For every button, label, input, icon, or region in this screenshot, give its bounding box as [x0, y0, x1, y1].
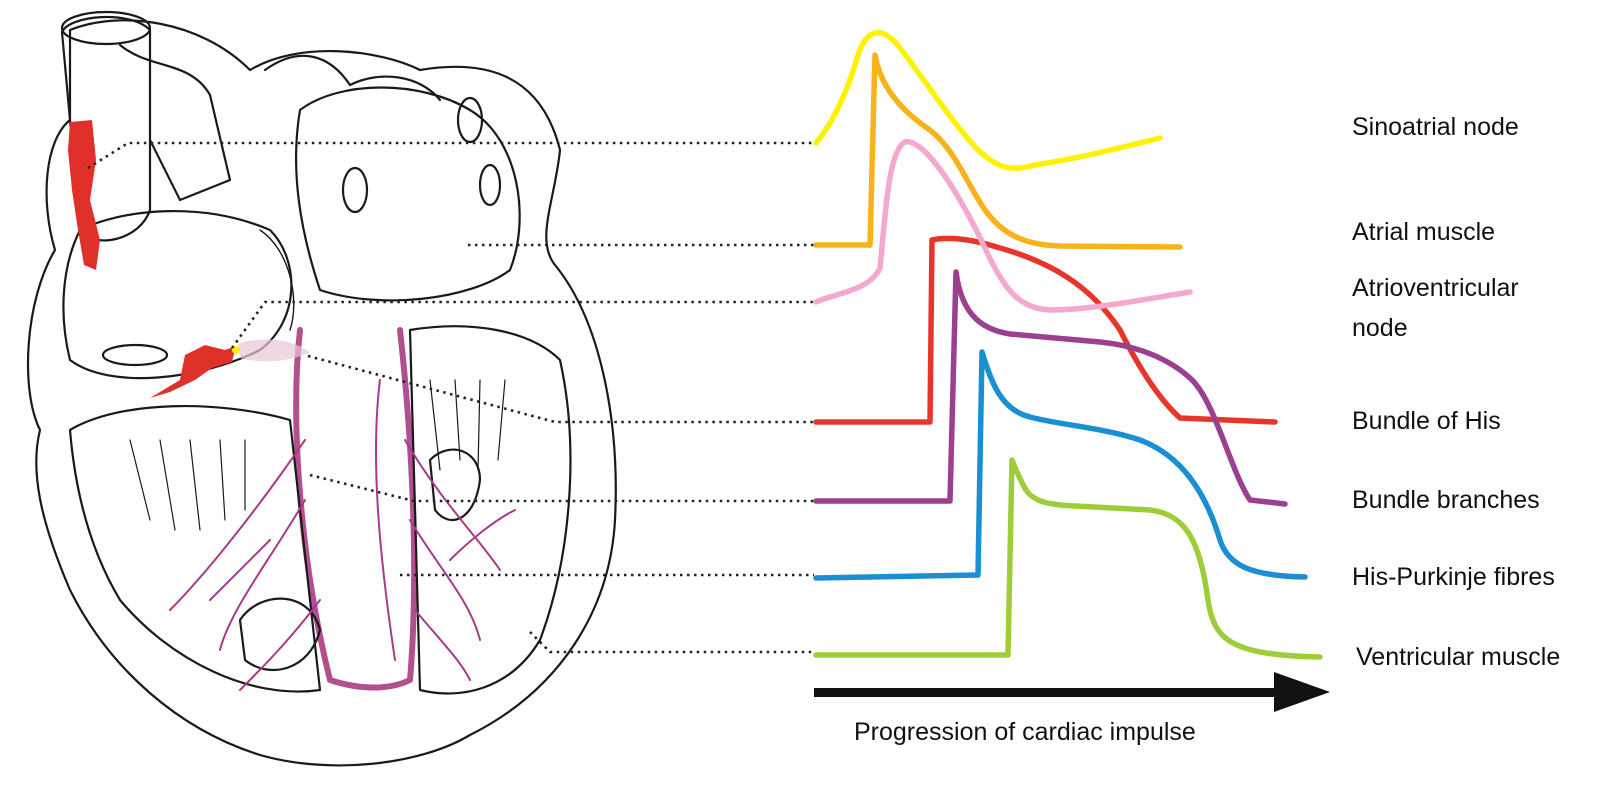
label-atrioventricular-node-line1: Atrioventricular [1352, 274, 1519, 302]
label-atrioventricular-node-line2: node [1352, 314, 1408, 342]
trace-bundle-of-his [816, 238, 1275, 422]
trace-bundle-branches [816, 272, 1285, 504]
left-atrium [296, 88, 520, 301]
label-ventricular-muscle: Ventricular muscle [1356, 643, 1560, 671]
label-bundle-branches: Bundle branches [1352, 486, 1540, 514]
papillary-muscle-2 [430, 450, 480, 520]
pulmonary-vein-1 [458, 98, 482, 142]
leader-branches [310, 475, 814, 501]
leader-sinoatrial [88, 143, 814, 168]
leader-ventricular [530, 632, 814, 652]
action-potential-traces [816, 33, 1320, 657]
aortic-arch [120, 45, 230, 200]
tricuspid-leaflets [130, 440, 245, 530]
leader-lines [88, 143, 814, 652]
mitral-leaflets [430, 380, 505, 470]
atrial-septum [260, 230, 294, 330]
leader-av [232, 302, 814, 348]
progression-arrow: Progression of cardiac impulse [814, 672, 1330, 746]
arrow-head-icon [1274, 672, 1330, 712]
pulmonary-trunk [265, 56, 440, 100]
trace-atrial-muscle [816, 55, 1180, 247]
trace-labels: Sinoatrial node Atrial muscle Atrioventr… [1352, 113, 1560, 671]
purkinje-network [170, 380, 515, 690]
label-sinoatrial-node: Sinoatrial node [1352, 113, 1519, 141]
axis-label: Progression of cardiac impulse [854, 718, 1196, 746]
pulmonary-vein-2 [480, 165, 500, 205]
label-his-purkinje-fibres: His-Purkinje fibres [1352, 563, 1555, 591]
coronary-sinus [103, 345, 167, 365]
label-atrial-muscle: Atrial muscle [1352, 218, 1495, 246]
label-bundle-of-his: Bundle of His [1352, 407, 1501, 435]
atrioventricular-node-tissue [150, 345, 236, 398]
arrow-shaft [814, 688, 1276, 697]
heart-illustration [28, 12, 616, 765]
trace-sinoatrial-node [816, 33, 1160, 169]
pulmonary-vein-3 [343, 168, 367, 212]
papillary-muscle-1 [240, 599, 320, 670]
